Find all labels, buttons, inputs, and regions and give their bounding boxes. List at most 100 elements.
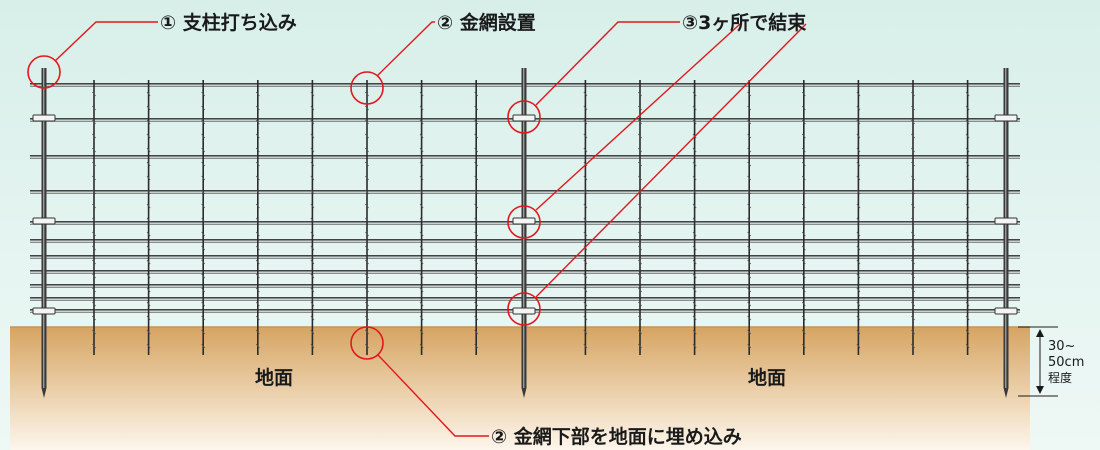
wire-twist: [365, 287, 369, 293]
wire-twist: [146, 189, 151, 195]
wire-twist: [365, 105, 369, 111]
wire-twist: [692, 231, 697, 237]
wire-twist: [419, 245, 424, 251]
wire-twist: [365, 231, 369, 237]
wire-twist: [201, 133, 206, 139]
wire-twist: [965, 259, 970, 265]
wire-twist: [474, 133, 479, 139]
callout-circles: [27, 55, 541, 360]
wire-twist: [419, 343, 424, 349]
wire-twist: [856, 133, 861, 139]
post-clamp: [32, 114, 56, 122]
wire-twist: [310, 301, 315, 307]
wire-twist: [692, 245, 697, 251]
wire-twist: [638, 315, 642, 321]
wire-twist: [255, 273, 260, 279]
wire-twist: [801, 175, 806, 181]
wire-twist: [474, 287, 479, 293]
wire-twist: [146, 259, 151, 265]
wire-twist: [856, 343, 861, 349]
wire-twist: [255, 315, 260, 321]
wire-twist: [911, 315, 915, 321]
wire-twist: [801, 329, 806, 335]
wire-twist: [638, 259, 642, 265]
wire-twist: [365, 245, 369, 251]
wire-twist: [856, 245, 861, 251]
wire-twist: [911, 245, 915, 251]
wire-twist: [747, 91, 752, 97]
wire-twist: [965, 287, 970, 293]
wire-twist: [583, 119, 588, 125]
wire-twist: [92, 161, 96, 167]
wire-twist: [856, 105, 861, 111]
callout-circle-mesh-top: [350, 71, 384, 105]
wire-twist: [201, 245, 206, 251]
wire-twist: [92, 91, 96, 97]
wire-twist: [583, 273, 588, 279]
wire-twist: [583, 161, 588, 167]
wire-twist: [474, 217, 479, 223]
wire-twist: [255, 105, 260, 111]
wire-twist: [692, 203, 697, 209]
wire-twist: [801, 147, 806, 153]
label-post-install: ① 支柱打ち込み: [160, 11, 297, 34]
wire-twist: [801, 231, 806, 237]
wire-twist: [310, 259, 315, 265]
wire-twist: [92, 315, 96, 321]
wire-twist: [638, 133, 642, 139]
wire-twist: [365, 189, 369, 195]
wire-twist: [310, 343, 315, 349]
wire-twist: [801, 189, 806, 195]
wire-twist: [583, 147, 588, 153]
wire-twist: [365, 259, 369, 265]
wire-twist: [201, 203, 206, 209]
wire-twist: [92, 301, 96, 307]
wire-twist: [747, 315, 752, 321]
wire-twist: [747, 133, 752, 139]
post-clamp: [512, 217, 536, 225]
wire-twist: [92, 147, 96, 153]
wire-twist: [474, 329, 479, 335]
wire-twist: [146, 315, 151, 321]
wire-twist: [747, 329, 752, 335]
wire-twist: [310, 217, 315, 223]
wire-twist: [255, 161, 260, 167]
wire-twist: [365, 91, 369, 97]
wire-twist: [583, 133, 588, 139]
wire-twist: [474, 273, 479, 279]
fence-post-tip: [1003, 388, 1009, 398]
wire-twist: [638, 287, 642, 293]
dim-arrow-up: [1036, 329, 1044, 337]
wire-twist: [692, 287, 697, 293]
wire-twist: [747, 147, 752, 153]
wire-twist: [92, 203, 96, 209]
wire-twist: [365, 343, 369, 349]
leader-post-install: [54, 21, 158, 62]
wire-twist: [310, 329, 315, 335]
wire-twist: [638, 301, 642, 307]
wire-twist: [583, 343, 588, 349]
dimension-line2: 50cm: [1048, 355, 1084, 370]
wire-twist: [310, 161, 315, 167]
wire-twist: [146, 105, 151, 111]
wire-twist: [747, 105, 752, 111]
wire-twist: [201, 147, 206, 153]
wire-twist: [92, 133, 96, 139]
wire-twist: [856, 217, 861, 223]
wire-twist: [801, 301, 806, 307]
wire-twist: [419, 273, 424, 279]
wire-twist: [583, 329, 588, 335]
wire-twist: [801, 133, 806, 139]
wire-twist: [201, 161, 206, 167]
wire-twist: [474, 315, 479, 321]
wire-twist: [911, 119, 915, 125]
wire-twist: [965, 203, 970, 209]
wire-twist: [911, 175, 915, 181]
wire-twist: [419, 189, 424, 195]
wire-twist: [638, 273, 642, 279]
wire-twist: [856, 259, 861, 265]
wire-twist: [474, 259, 479, 265]
wire-twist: [911, 287, 915, 293]
leader-tie-c: [535, 23, 807, 298]
